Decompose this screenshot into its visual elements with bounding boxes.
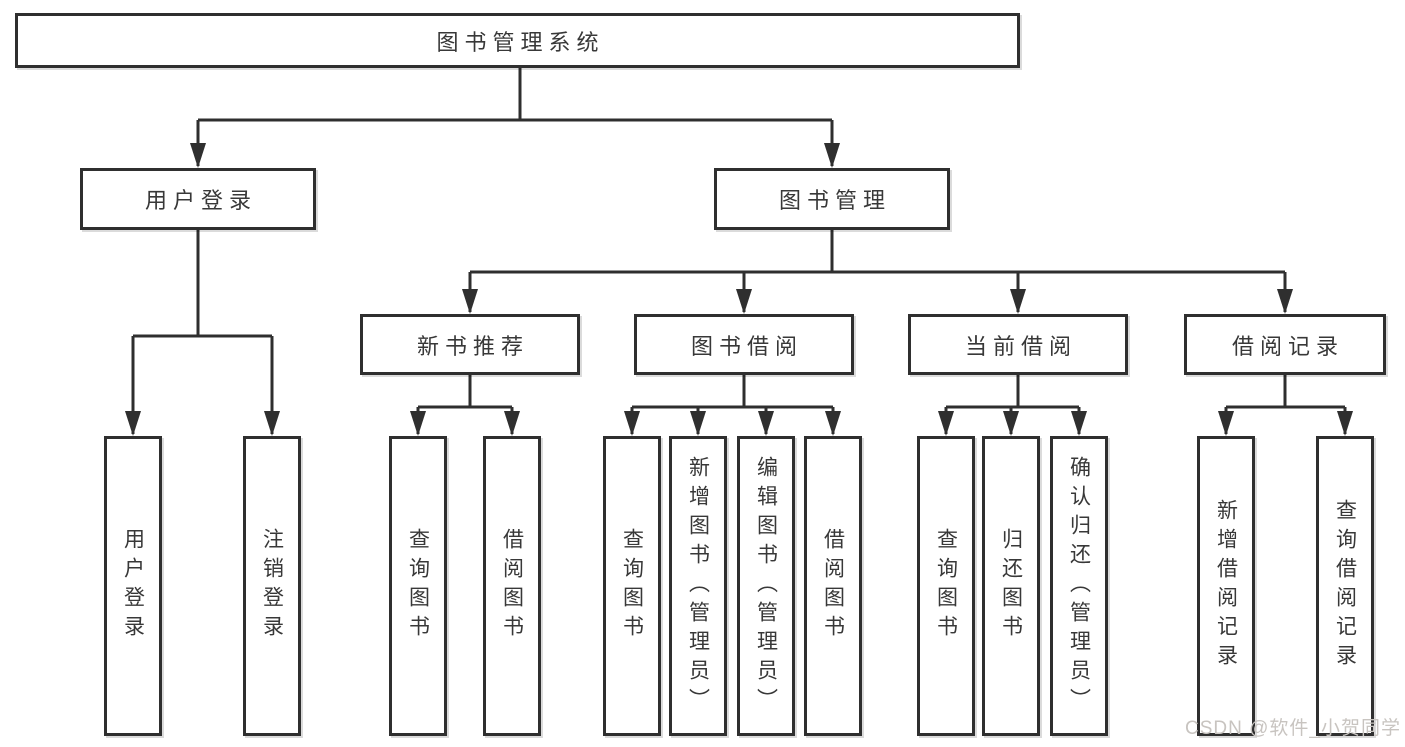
node-leaf-confirm-return-admin: 确认归还（管理员）: [1050, 436, 1108, 736]
node-label: 查询借阅记录: [1333, 499, 1357, 673]
node-label: 新增借阅记录: [1214, 499, 1238, 673]
node-label: 新书推荐: [416, 333, 529, 359]
node-leaf-edit-book-admin: 编辑图书（管理员）: [737, 436, 795, 736]
node-label: 注销登录: [260, 528, 284, 644]
node-label: 新增图书（管理员）: [686, 455, 710, 717]
node-label: 图书管理系统: [436, 29, 605, 55]
node-new-book-recommend: 新书推荐: [360, 314, 580, 375]
node-label: 查询图书: [406, 528, 430, 644]
node-leaf-return-book: 归还图书: [982, 436, 1040, 736]
node-leaf-user-login: 用户登录: [104, 436, 162, 736]
node-label: 确认归还（管理员）: [1067, 455, 1091, 717]
node-label: 用户登录: [144, 188, 257, 213]
node-leaf-query-book-recommend: 查询图书: [389, 436, 447, 736]
node-label: 借阅记录: [1231, 333, 1344, 359]
node-leaf-borrow-book-recommend: 借阅图书: [483, 436, 541, 736]
node-label: 借阅图书: [821, 528, 845, 644]
node-label: 图书管理: [778, 188, 891, 213]
node-leaf-logout: 注销登录: [243, 436, 301, 736]
node-label: 查询图书: [620, 528, 644, 644]
node-book-borrowing: 图书借阅: [634, 314, 854, 375]
node-leaf-borrow-book: 借阅图书: [804, 436, 862, 736]
node-label: 编辑图书（管理员）: [754, 455, 778, 717]
node-leaf-query-borrow-record: 查询借阅记录: [1316, 436, 1374, 736]
node-label: 归还图书: [999, 528, 1023, 644]
node-library-management-system: 图书管理系统: [15, 13, 1020, 68]
node-leaf-query-book-current: 查询图书: [917, 436, 975, 736]
node-label: 图书借阅: [690, 333, 803, 359]
node-leaf-add-book-admin: 新增图书（管理员）: [669, 436, 727, 736]
node-book-management: 图书管理: [714, 168, 950, 230]
node-label: 查询图书: [934, 528, 958, 644]
node-label: 用户登录: [121, 528, 145, 644]
node-label: 当前借阅: [964, 333, 1077, 359]
connector-path: [131, 68, 1347, 434]
node-current-borrowing: 当前借阅: [908, 314, 1128, 375]
node-leaf-query-book-borrowing: 查询图书: [603, 436, 661, 736]
node-user-login: 用户登录: [80, 168, 316, 230]
node-leaf-add-borrow-record: 新增借阅记录: [1197, 436, 1255, 736]
csdn-watermark: CSDN @软件_小贺同学: [1185, 718, 1401, 739]
node-borrow-records: 借阅记录: [1184, 314, 1386, 375]
node-label: 借阅图书: [500, 528, 524, 644]
